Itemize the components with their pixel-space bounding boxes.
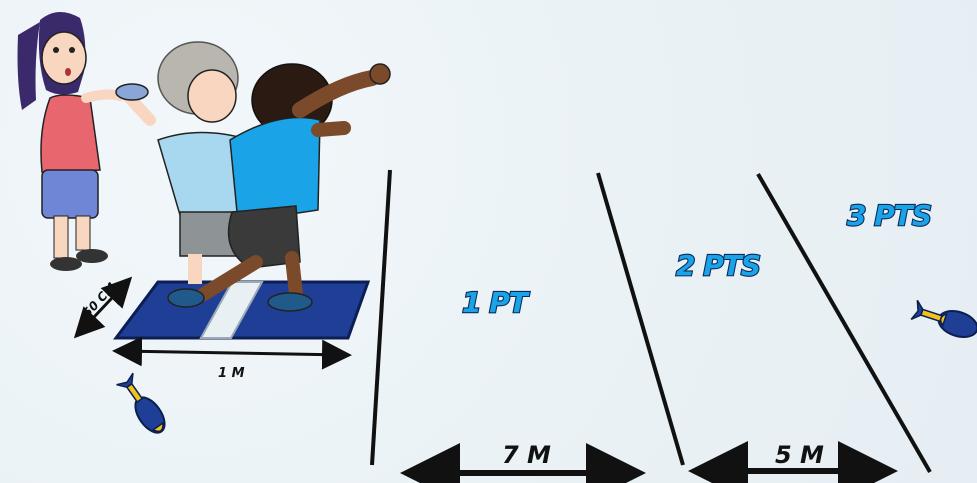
throwing-mat xyxy=(116,282,368,338)
javelin-ground-icon xyxy=(116,373,171,438)
zone-2-label: 2 PTS xyxy=(676,249,760,282)
zone-1-label: 1 PT xyxy=(462,286,530,319)
boy-waiting-illustration xyxy=(116,42,250,284)
mat-width-arrow xyxy=(118,351,346,355)
line-7m xyxy=(598,173,683,465)
girl-spectator-illustration xyxy=(18,12,121,271)
start-line xyxy=(372,170,390,465)
javelin-flight-icon xyxy=(911,298,977,341)
distance-7m-label: 7 M xyxy=(502,441,551,469)
mat-width-label: 1 M xyxy=(218,366,245,381)
mat-depth-label: 50 CM xyxy=(80,280,119,320)
zone-3-label: 3 PTS xyxy=(847,199,931,232)
distance-5m-label: 5 M xyxy=(775,441,824,469)
